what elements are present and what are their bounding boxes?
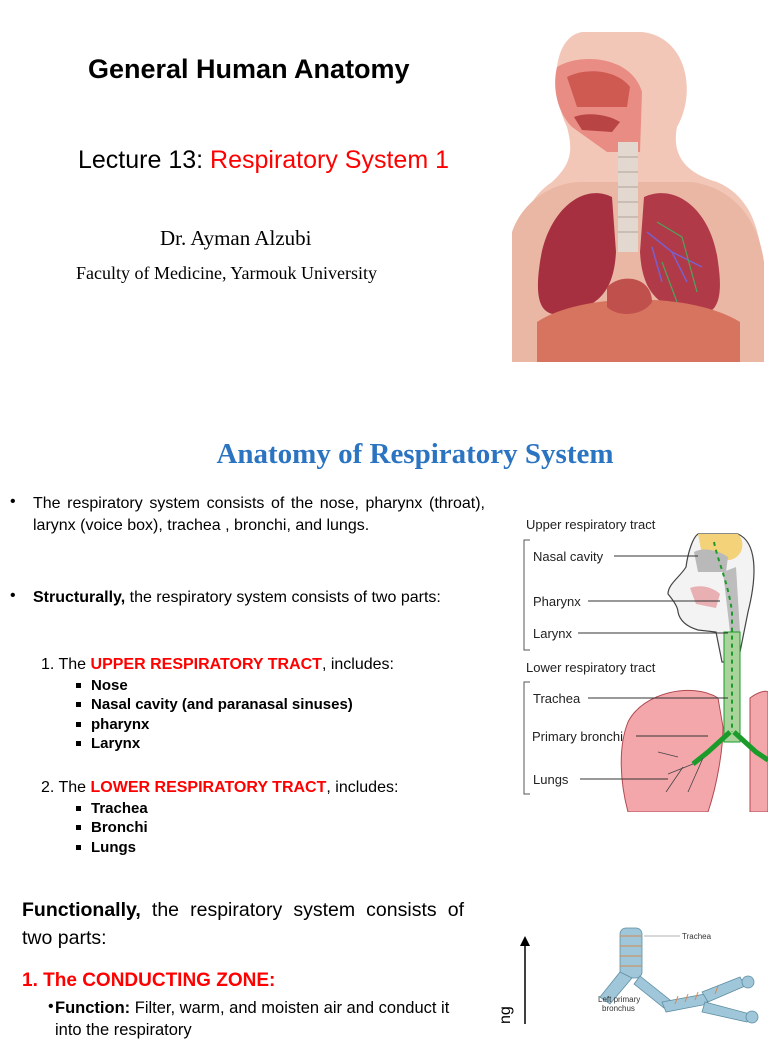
list-item: Bronchi: [76, 818, 148, 837]
bullet-marker: •: [48, 998, 54, 1015]
zone-name: CONDUCTING ZONE:: [82, 970, 276, 991]
trachea-figure-label: Trachea: [682, 932, 712, 941]
left-primary-label: Left primary: [598, 995, 640, 1004]
respiratory-tract-diagram: Upper respiratory tract Lower respirator…: [523, 517, 768, 812]
upper-tract-name: UPPER RESPIRATORY TRACT: [90, 656, 322, 673]
structurally-text: the respiratory system consists of two p…: [125, 589, 441, 606]
trachea-label: Trachea: [533, 691, 581, 706]
bronchial-tree-illustration: Trachea Left primary bronchus: [598, 927, 759, 1024]
list-item: Larynx: [76, 734, 353, 753]
list-item: Trachea: [76, 799, 148, 818]
lower-tract-name: LOWER RESPIRATORY TRACT: [90, 779, 327, 796]
list-item: Nose: [76, 676, 353, 695]
lecture-topic: Respiratory System 1: [203, 146, 450, 174]
bronchus-label: bronchus: [602, 1004, 635, 1013]
lower-prefix: 2. The: [41, 779, 91, 796]
bullet-marker: •: [10, 493, 16, 510]
section-title: Anatomy of Respiratory System: [216, 438, 614, 470]
upper-tract-heading: 1. The UPPER RESPIRATORY TRACT, includes…: [41, 656, 394, 674]
conducting-zone-heading: 1. The CONDUCTING ZONE:: [22, 970, 275, 992]
lower-tract-heading: 2. The LOWER RESPIRATORY TRACT, includes…: [41, 779, 398, 797]
upper-tract-list: Nose Nasal cavity (and paranasal sinuses…: [76, 676, 353, 753]
function-text: Function: Filter, warm, and moisten air …: [55, 997, 465, 1041]
slide-title: General Human Anatomy: [88, 54, 410, 84]
pharynx-label: Pharynx: [533, 594, 581, 609]
list-item: Lungs: [76, 838, 148, 857]
lower-suffix: , includes:: [326, 779, 399, 796]
list-item: Nasal cavity (and paranasal sinuses): [76, 695, 353, 714]
lungs-label: Lungs: [533, 772, 569, 787]
lower-tract-label: Lower respiratory tract: [526, 660, 656, 675]
vertical-axis-arrow-icon: ng: [497, 936, 530, 1024]
upper-tract-label: Upper respiratory tract: [526, 517, 656, 532]
bullet-marker: •: [10, 587, 16, 604]
structurally-label: Structurally,: [33, 589, 126, 606]
lecture-number: Lecture 13: [78, 146, 197, 174]
primary-bronchi-label: Primary bronchi: [532, 729, 623, 744]
lecture-colon: :: [196, 146, 204, 174]
lower-tract-list: Trachea Bronchi Lungs: [76, 799, 148, 857]
author-affiliation: Faculty of Medicine, Yarmouk University: [76, 263, 377, 283]
larynx-label: Larynx: [533, 626, 573, 641]
functional-paragraph: Functionally, the respiratory system con…: [22, 896, 464, 952]
nasal-cavity-label: Nasal cavity: [533, 549, 604, 564]
author-name: Dr. Ayman Alzubi: [160, 226, 312, 250]
functionally-text: the respiratory system consists of two p…: [22, 899, 464, 949]
overview-paragraph: The respiratory system consists of the n…: [33, 495, 485, 534]
upper-prefix: 1. The: [41, 656, 91, 673]
upper-suffix: , includes:: [321, 656, 394, 673]
zone-number: 1. The: [22, 970, 83, 991]
respiratory-system-illustration-icon: [512, 32, 764, 362]
list-item: pharynx: [76, 715, 353, 734]
axis-label: ng: [497, 1006, 514, 1024]
structural-paragraph: Structurally, the respiratory system con…: [33, 587, 485, 609]
functionally-label: Functionally,: [22, 899, 141, 921]
lecture-heading: Lecture 13: Respiratory System 1: [78, 146, 449, 175]
function-label: Function:: [55, 999, 131, 1017]
